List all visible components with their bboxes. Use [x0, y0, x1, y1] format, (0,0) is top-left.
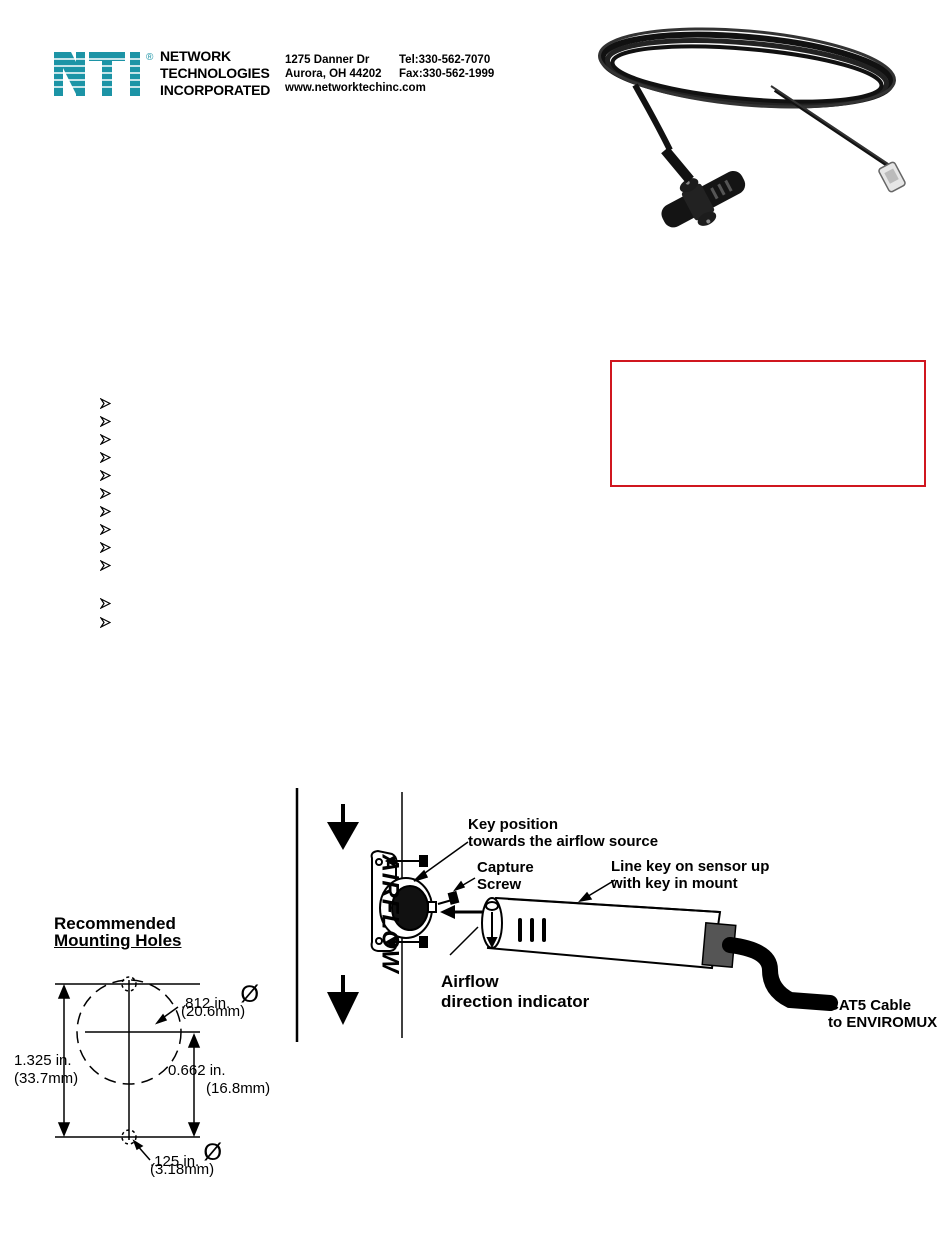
arrow-bullet-icon [100, 433, 111, 445]
outer-diameter-label: .812 in. Ø (20.6mm) [181, 981, 260, 1021]
arrow-bullet-icon [100, 415, 111, 427]
arrow-bullet-icon [100, 598, 111, 610]
screw-icon [384, 855, 460, 948]
list-item [100, 557, 580, 575]
line-key-label: Line key on sensor up with key in mount [611, 858, 770, 892]
arrow-bullet-icon [100, 506, 111, 518]
list-item [100, 521, 580, 539]
mounting-holes-title: Recommended [54, 914, 176, 933]
airflow-indicator-label: Airflow direction indicator [441, 972, 590, 1011]
company-name: NETWORK TECHNOLOGIES INCORPORATED [160, 48, 270, 99]
address-street: 1275 Danner Dr [285, 54, 370, 66]
height-dimension-label: 1.325 in. (33.7mm) [14, 1052, 79, 1087]
company-line-3: INCORPORATED [160, 82, 271, 98]
list-item [100, 539, 580, 557]
company-line-1: NETWORK [160, 48, 231, 64]
cable-label: CAT5 Cable to ENVIROMUX [828, 997, 938, 1031]
half-height-label: 0.662 in. (16.8mm) [168, 1062, 271, 1097]
address-city: Aurora, OH 44202 [285, 68, 382, 80]
list-item [100, 394, 580, 412]
arrow-bullet-icon [100, 616, 111, 628]
company-phone: Tel:330-562-7070 Fax:330-562-1999 [399, 53, 494, 81]
list-item [100, 430, 580, 448]
arrow-bullet-icon [100, 524, 111, 536]
mounting-holes-subtitle: Mounting Holes [54, 931, 182, 950]
list-item [100, 484, 580, 502]
website-link[interactable]: www.networktechinc.com [285, 82, 426, 94]
airflow-arrow-icon [327, 804, 359, 1025]
arrow-bullet-icon [100, 560, 111, 572]
company-line-2: TECHNOLOGIES [160, 65, 270, 81]
list-item [100, 412, 580, 430]
fax-number: Fax:330-562-1999 [399, 68, 495, 80]
mounting-holes-drawing [55, 976, 201, 1161]
product-photo [598, 27, 906, 228]
phone-number: Tel:330-562-7070 [399, 54, 491, 66]
arrow-bullet-icon [100, 397, 111, 409]
list-item [100, 448, 580, 466]
arrow-bullet-icon [100, 469, 111, 481]
capture-screw-label: Capture Screw [477, 859, 534, 893]
key-position-label: Key position towards the airflow source [468, 816, 659, 850]
airflow-label: AIRFLOW [376, 854, 404, 974]
nti-logo-icon [54, 52, 154, 96]
arrow-bullet-icon [100, 542, 111, 554]
registered-mark: ® [146, 52, 154, 63]
list-item [100, 595, 580, 613]
arrow-bullet-icon [100, 451, 111, 463]
list-item [100, 466, 580, 484]
sensor-tube-icon [481, 896, 722, 970]
notice-box [610, 360, 926, 487]
list-item [100, 503, 580, 521]
sensor-mount-icon [370, 849, 437, 952]
hole-diameter-label: .125 in. Ø (3.18mm) [150, 1139, 223, 1179]
diameter-symbol-icon: Ø [240, 981, 260, 1008]
mounting-diagram [55, 788, 838, 1161]
diameter-symbol-icon: Ø [203, 1139, 223, 1166]
feature-list [100, 394, 580, 631]
list-item [100, 613, 580, 631]
company-address: 1275 Danner Dr Aurora, OH 44202 www.netw… [285, 53, 426, 95]
arrow-bullet-icon [100, 488, 111, 500]
